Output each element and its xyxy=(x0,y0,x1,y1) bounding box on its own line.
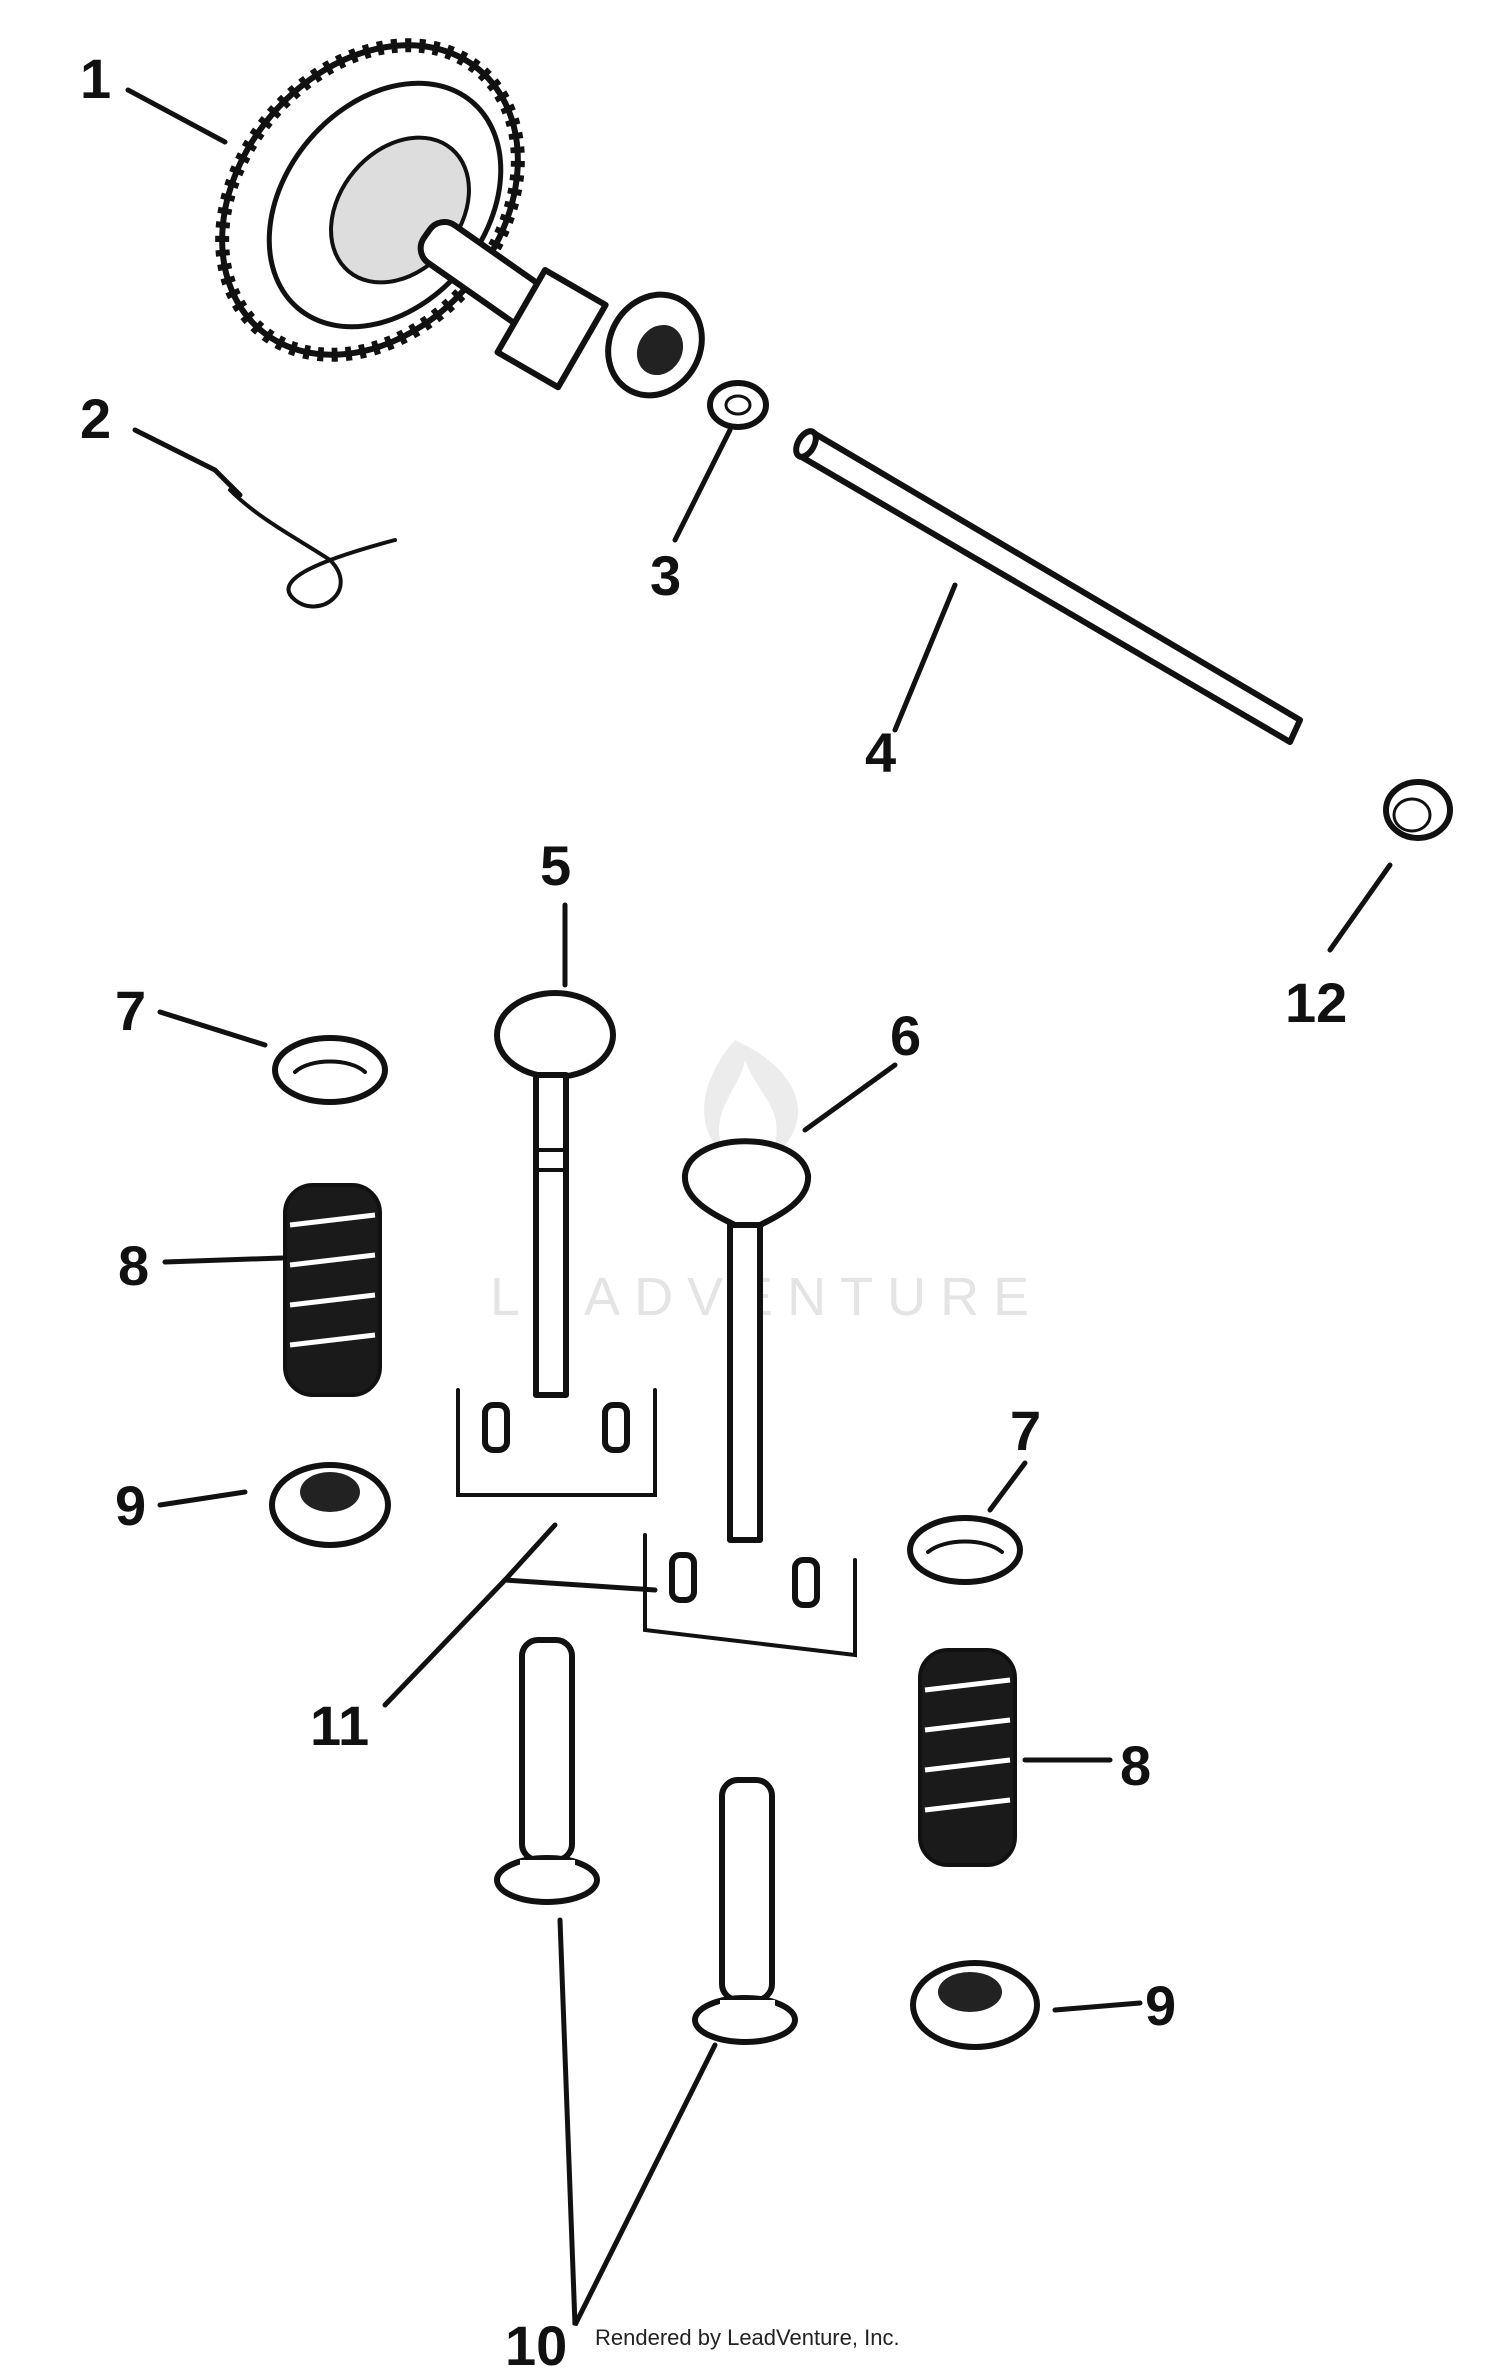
callout-3: 3 xyxy=(650,544,681,607)
leader-lines xyxy=(125,87,1393,2327)
part-1-camshaft-gear xyxy=(215,38,705,399)
callout-6: 6 xyxy=(890,1004,921,1067)
callout-9-left: 9 xyxy=(115,1474,146,1537)
callout-4: 4 xyxy=(865,721,896,784)
callout-8-right: 8 xyxy=(1120,1734,1151,1797)
footer-credit: Rendered by LeadVenture, Inc. xyxy=(595,2325,900,2350)
callout-10: 10 xyxy=(505,2314,567,2376)
part-10-tappets xyxy=(494,1637,798,2045)
callout-7-left: 7 xyxy=(115,979,146,1042)
part-2-wire-spring xyxy=(228,488,397,609)
part-12-sleeve xyxy=(1383,779,1453,841)
part-6-valve xyxy=(681,1138,812,1543)
part-3-washer xyxy=(707,380,769,430)
callout-labels: 1 2 3 4 5 6 7 7 8 8 9 9 10 11 12 xyxy=(80,47,1347,2376)
callout-5: 5 xyxy=(540,834,571,897)
callout-12: 12 xyxy=(1285,971,1347,1034)
watermark-text: LEADVENTURE xyxy=(490,1267,1043,1327)
part-8-spring-right xyxy=(918,1648,1017,1867)
callout-2: 2 xyxy=(80,387,111,450)
part-9-cap-right xyxy=(910,1960,1040,2050)
part-7-retainer-left xyxy=(272,1035,388,1105)
callout-7-right: 7 xyxy=(1010,1399,1041,1462)
part-7-retainer-right xyxy=(907,1515,1023,1585)
callout-9-right: 9 xyxy=(1145,1974,1176,2037)
part-8-spring-left xyxy=(283,1183,382,1397)
part-9-cap-left xyxy=(269,1462,391,1548)
part-5-valve xyxy=(494,990,616,1398)
callout-8-left: 8 xyxy=(118,1234,149,1297)
part-4-shaft-rod xyxy=(793,428,1303,745)
part-11-keepers xyxy=(456,1388,857,1658)
callout-11: 11 xyxy=(310,1694,369,1757)
callout-1: 1 xyxy=(80,47,111,110)
